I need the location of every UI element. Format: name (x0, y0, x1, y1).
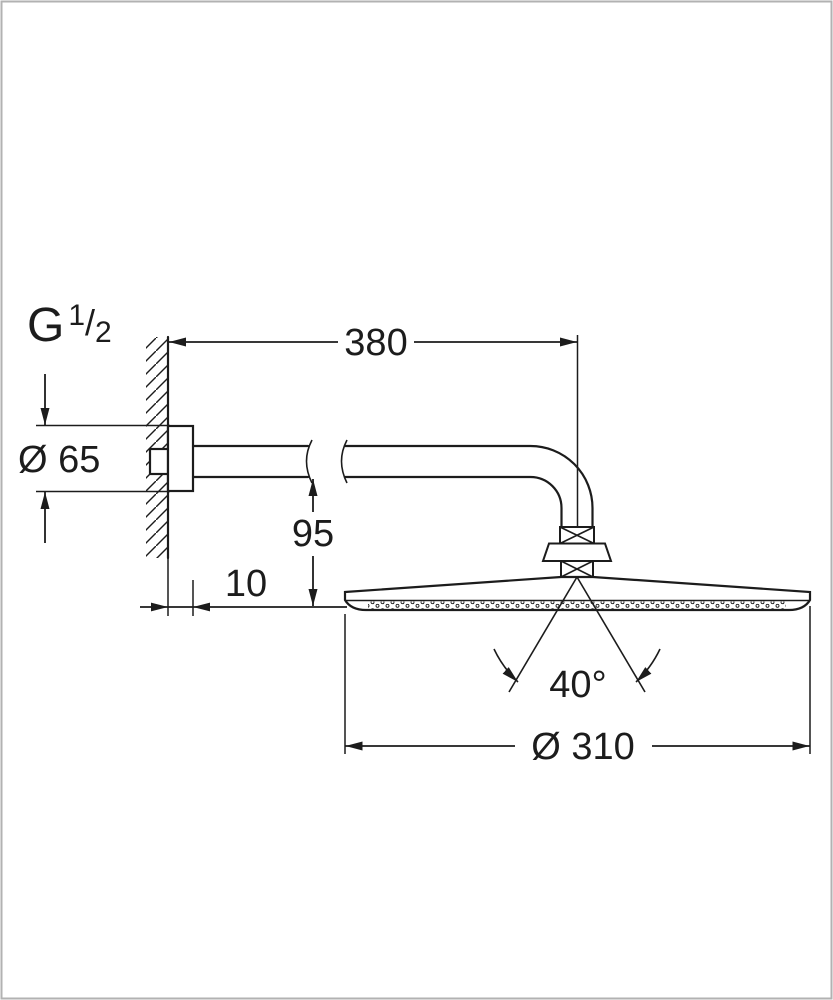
dim-escutcheon-diameter-text: Ø 65 (18, 439, 100, 481)
dim-escutcheon-depth-text: 10 (225, 563, 267, 605)
escutcheon (166, 424, 195, 493)
spray-angle-line-left (508, 576, 578, 693)
thread-numerator: 1 (68, 299, 85, 332)
dim-arm-length-text: 380 (344, 322, 407, 364)
ball-joint-cross-line (560, 560, 594, 578)
thread-slash: / (85, 302, 95, 343)
dim-head-diameter-text: Ø 310 (531, 726, 635, 768)
dim-head-diameter: Ø 310 (344, 606, 811, 768)
dim-arm-length: 380 (169, 322, 579, 530)
dim-drop-height-text: 95 (292, 513, 334, 555)
dim-spray-angle-text: 40° (549, 664, 606, 706)
wall-connection-nipple (148, 447, 170, 476)
connector-housing (541, 542, 613, 562)
shower-arm (191, 444, 594, 529)
spray-angle-arrow-right (635, 648, 661, 683)
dim-escutcheon-depth-arrow-right (193, 602, 210, 612)
swivel-connector (541, 526, 613, 578)
dim-escutcheon-depth-arrow-left (151, 602, 168, 612)
connector-nut-cross-line (559, 526, 595, 545)
spray-angle-line-right (576, 576, 646, 693)
shower-head (343, 575, 812, 612)
thread-prefix: G (27, 299, 64, 352)
thread-denominator: 2 (95, 316, 112, 349)
dim-drop-height: 95 (292, 479, 334, 606)
dim-escutcheon-depth: 10 (140, 563, 347, 616)
dim-spray-angle: 40° (493, 576, 661, 706)
wall-hatching (146, 337, 168, 558)
pipe-break-symbol-right (340, 439, 348, 484)
dim-escutcheon-diameter: Ø 65 (18, 374, 170, 543)
spray-angle-arrow-left (493, 648, 519, 683)
nozzle-band (368, 601, 786, 610)
